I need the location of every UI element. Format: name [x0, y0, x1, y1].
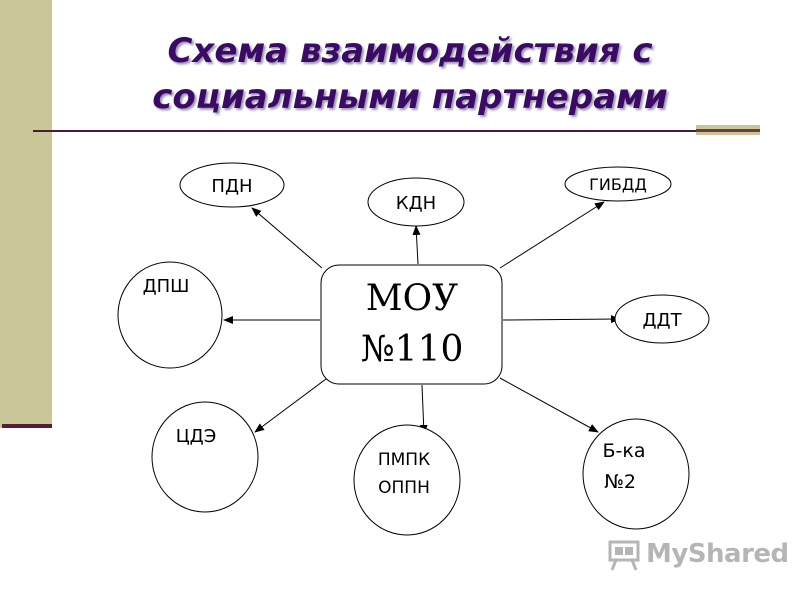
- node-dpsh-label: ДПШ: [143, 276, 190, 297]
- node-pmpk-label-1: ПМПК: [378, 450, 430, 470]
- sidebar-accent-mark: [2, 424, 52, 428]
- node-pdn-label: ПДН: [211, 176, 252, 197]
- arrow-to-kdn: [412, 225, 421, 265]
- node-kdn-label: КДН: [396, 193, 436, 214]
- presentation-board-icon: [608, 540, 640, 571]
- node-tsde-label: ЦДЭ: [176, 426, 217, 447]
- node-library: [582, 418, 690, 530]
- slide-title: Схема взаимодействия с социальными партн…: [70, 28, 750, 120]
- node-pdn: [179, 162, 285, 208]
- arrow-to-gibdd: [499, 201, 605, 269]
- arrow-to-pdn: [251, 207, 323, 269]
- node-library-label-2: №2: [604, 471, 636, 493]
- title-underline: [33, 130, 759, 132]
- title-line-2: социальными партнерами: [152, 77, 668, 117]
- center-node-box: [320, 264, 503, 385]
- node-gibdd: [564, 166, 672, 202]
- node-pmpk-label-2: ОППН: [378, 478, 430, 498]
- decorative-sidebar: [0, 0, 52, 428]
- arrow-to-library: [499, 377, 599, 433]
- title-line-1: Схема взаимодействия с: [167, 31, 653, 71]
- node-tsde: [151, 401, 259, 513]
- node-library-label-1: Б-ка: [602, 440, 645, 462]
- node-dpsh: [117, 261, 223, 369]
- watermark: MyShared: [606, 536, 789, 572]
- arrow-to-tsde: [254, 375, 331, 433]
- node-ddt: [614, 294, 710, 344]
- arrow-to-ddt: [502, 315, 621, 324]
- connector-arrows: [223, 201, 621, 435]
- center-node-line-1: МОУ: [366, 278, 458, 319]
- node-kdn: [367, 177, 465, 227]
- node-ddt-label: ДДТ: [642, 310, 682, 331]
- node-pmpk: [353, 424, 461, 536]
- node-gibdd-label: ГИБДД: [589, 175, 647, 194]
- title-underline-accent-mark: [696, 129, 760, 132]
- watermark-text: MyShared: [646, 539, 789, 569]
- center-node-line-2: №110: [361, 329, 464, 370]
- arrow-to-pmpk: [419, 384, 428, 435]
